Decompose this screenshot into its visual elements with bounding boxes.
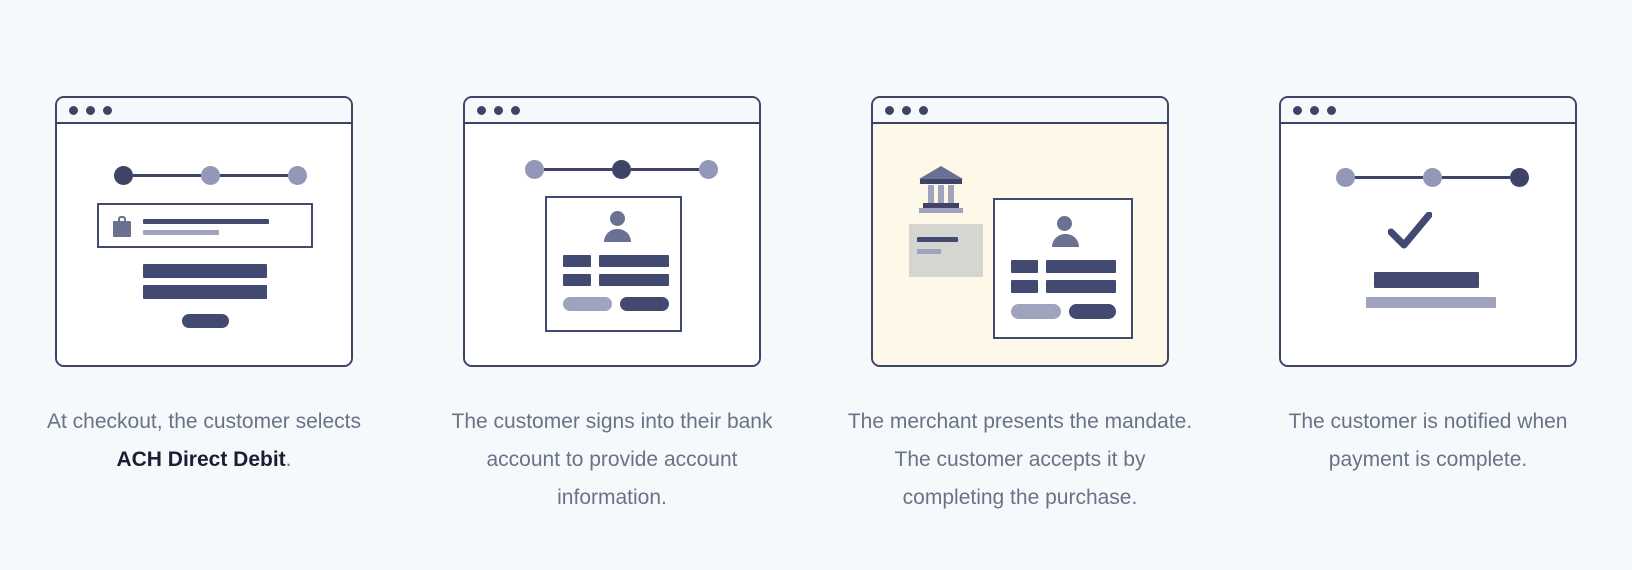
step-3-caption: The merchant presents the mandate. The c… bbox=[844, 403, 1196, 517]
mandate-cancel-button-placeholder[interactable] bbox=[1011, 304, 1061, 319]
progress-line-2 bbox=[1442, 176, 1510, 179]
person-avatar-icon-body bbox=[1052, 234, 1079, 247]
confirmation-subtitle-placeholder bbox=[1366, 297, 1496, 308]
mandate-label-placeholder-1 bbox=[1011, 260, 1038, 273]
window-dot-maximize-icon[interactable] bbox=[1327, 105, 1336, 115]
step-1-checkout: At checkout, the customer selects ACH Di… bbox=[0, 0, 408, 479]
person-avatar-icon-body bbox=[604, 229, 631, 242]
checkout-progress-indicator bbox=[114, 166, 307, 185]
bank-icon-roof bbox=[919, 166, 963, 179]
progress-line-2 bbox=[220, 174, 288, 177]
browser-titlebar-1 bbox=[57, 98, 351, 124]
progress-dot-1 bbox=[1336, 168, 1355, 187]
browser-window-4 bbox=[1279, 96, 1577, 367]
progress-line-2 bbox=[631, 168, 699, 171]
mandate-subtitle-placeholder bbox=[917, 249, 941, 254]
step-1-caption-lead: At checkout, the customer selects bbox=[47, 410, 361, 433]
window-dot-minimize-icon[interactable] bbox=[902, 105, 911, 115]
window-dot-minimize-icon[interactable] bbox=[86, 105, 95, 115]
bank-icon bbox=[919, 166, 963, 213]
bank-icon-column-3 bbox=[948, 185, 954, 203]
browser-titlebar-4 bbox=[1281, 98, 1575, 124]
submit-button-placeholder[interactable] bbox=[182, 314, 229, 328]
login-input-placeholder-2[interactable] bbox=[599, 274, 669, 286]
payment-method-option-box[interactable] bbox=[97, 203, 313, 248]
mandate-title-placeholder bbox=[917, 237, 958, 242]
window-dot-minimize-icon[interactable] bbox=[1310, 105, 1319, 115]
login-label-placeholder-2 bbox=[563, 274, 591, 286]
login-submit-button-placeholder[interactable] bbox=[620, 297, 669, 311]
window-dot-maximize-icon[interactable] bbox=[919, 105, 928, 115]
bank-icon-column-1 bbox=[928, 185, 934, 203]
window-dot-maximize-icon[interactable] bbox=[103, 105, 112, 115]
mandate-label-placeholder-2 bbox=[1011, 280, 1038, 293]
step-3-caption-lead: The merchant presents the mandate. The c… bbox=[847, 410, 1193, 509]
window-dot-maximize-icon[interactable] bbox=[511, 105, 520, 115]
person-avatar-icon-head bbox=[610, 211, 625, 226]
browser-titlebar-2 bbox=[465, 98, 759, 124]
progress-line-1 bbox=[133, 174, 201, 177]
progress-dot-1 bbox=[525, 160, 544, 179]
progress-dot-2-active bbox=[612, 160, 631, 179]
step-1-caption-strong: ACH Direct Debit bbox=[116, 448, 286, 471]
bank-icon-base bbox=[923, 203, 959, 208]
login-input-placeholder-1[interactable] bbox=[599, 255, 669, 267]
shopping-bag-body bbox=[113, 221, 131, 237]
window-dot-close-icon[interactable] bbox=[477, 105, 486, 115]
login-cancel-button-placeholder[interactable] bbox=[563, 297, 612, 311]
browser-viewport-4 bbox=[1281, 124, 1575, 365]
option-title-placeholder bbox=[143, 219, 269, 224]
step-1-caption-trail: . bbox=[285, 448, 292, 471]
step-2-sign-in: The customer signs into their bank accou… bbox=[408, 0, 816, 517]
step-4-caption: The customer is notified when payment is… bbox=[1252, 403, 1604, 479]
form-field-placeholder-2[interactable] bbox=[143, 285, 267, 299]
progress-dot-3 bbox=[288, 166, 307, 185]
shopping-bag-handle bbox=[118, 216, 126, 222]
bank-icon-step bbox=[919, 208, 963, 213]
bank-icon-column-2 bbox=[938, 185, 944, 203]
steps-row: At checkout, the customer selects ACH Di… bbox=[0, 0, 1632, 517]
mandate-input-placeholder-1[interactable] bbox=[1046, 260, 1116, 273]
browser-window-3 bbox=[871, 96, 1169, 367]
step-2-caption-lead: The customer signs into their bank accou… bbox=[451, 410, 773, 509]
progress-dot-3-active bbox=[1510, 168, 1529, 187]
step-1-caption: At checkout, the customer selects ACH Di… bbox=[28, 403, 380, 479]
window-dot-close-icon[interactable] bbox=[1293, 105, 1302, 115]
bank-icon-lintel bbox=[920, 179, 962, 184]
mandate-accept-button-placeholder[interactable] bbox=[1069, 304, 1116, 319]
progress-dot-3 bbox=[699, 160, 718, 179]
browser-viewport-1 bbox=[57, 124, 351, 365]
window-dot-close-icon[interactable] bbox=[885, 105, 894, 115]
step-4-caption-lead: The customer is notified when payment is… bbox=[1288, 410, 1568, 471]
browser-viewport-3 bbox=[873, 124, 1167, 365]
checkmark-icon bbox=[1387, 211, 1433, 250]
checkout-progress-indicator bbox=[525, 160, 718, 179]
browser-titlebar-3 bbox=[873, 98, 1167, 124]
shopping-bag-icon bbox=[113, 216, 131, 237]
option-subtitle-placeholder bbox=[143, 230, 219, 235]
progress-dot-2 bbox=[1423, 168, 1442, 187]
browser-window-2 bbox=[463, 96, 761, 367]
window-dot-minimize-icon[interactable] bbox=[494, 105, 503, 115]
checkout-progress-indicator bbox=[1336, 168, 1529, 187]
progress-dot-1-active bbox=[114, 166, 133, 185]
progress-line-1 bbox=[544, 168, 612, 171]
step-3-mandate: The merchant presents the mandate. The c… bbox=[816, 0, 1224, 517]
progress-dot-2 bbox=[201, 166, 220, 185]
login-label-placeholder-1 bbox=[563, 255, 591, 267]
progress-line-1 bbox=[1355, 176, 1423, 179]
person-avatar-icon-head bbox=[1057, 216, 1072, 231]
browser-viewport-2 bbox=[465, 124, 759, 365]
step-2-caption: The customer signs into their bank accou… bbox=[436, 403, 788, 517]
mandate-input-placeholder-2[interactable] bbox=[1046, 280, 1116, 293]
step-4-notified: The customer is notified when payment is… bbox=[1224, 0, 1632, 479]
confirmation-title-placeholder bbox=[1374, 272, 1479, 288]
browser-window-1 bbox=[55, 96, 353, 367]
window-dot-close-icon[interactable] bbox=[69, 105, 78, 115]
form-field-placeholder-1[interactable] bbox=[143, 264, 267, 278]
